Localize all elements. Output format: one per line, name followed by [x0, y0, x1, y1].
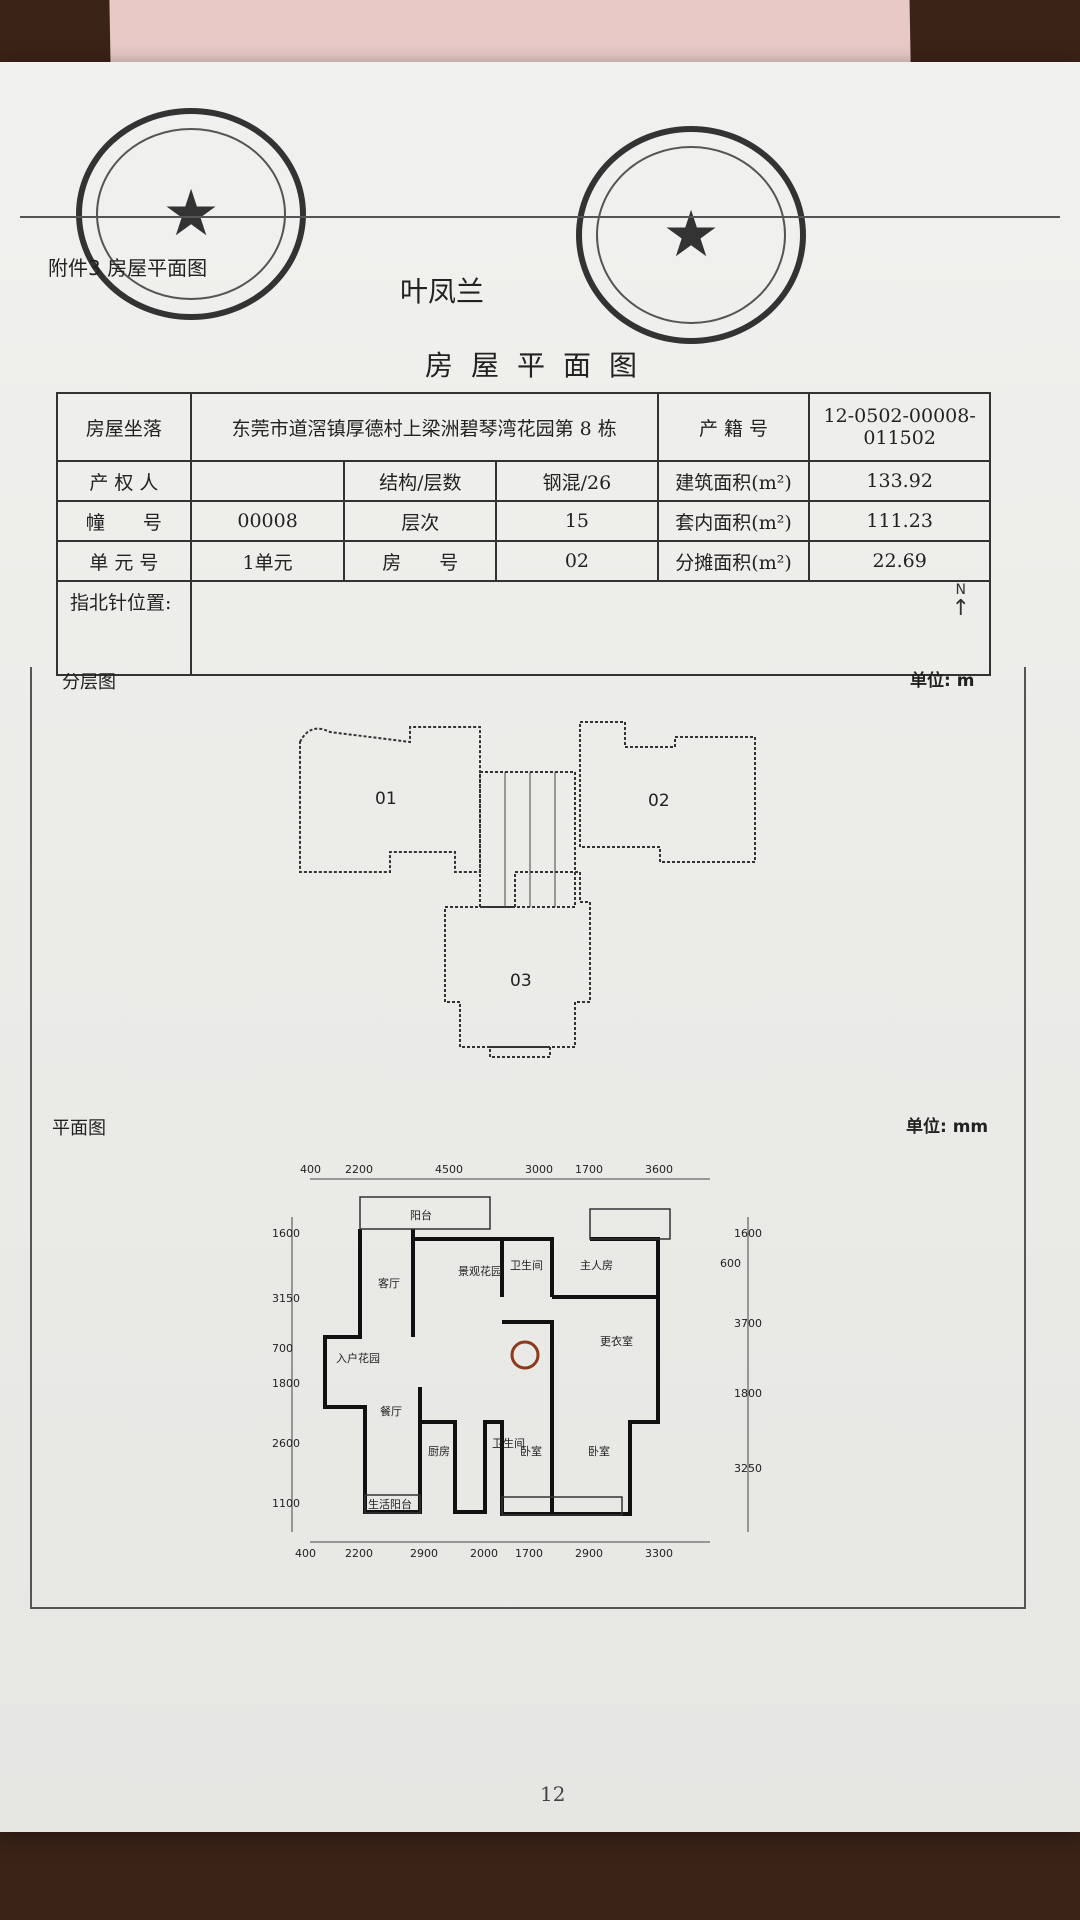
signature: 叶凤兰: [400, 275, 485, 308]
dim-bottom-0: 400: [295, 1547, 316, 1560]
dim-left-1: 3150: [272, 1292, 300, 1305]
dim-top-4: 1700: [575, 1163, 603, 1176]
north-arrow-icon: N ↑: [951, 582, 970, 621]
company-seal-left: ★: [76, 108, 306, 320]
document-title: 房屋平面图: [424, 349, 655, 382]
dim-top-5: 3600: [645, 1163, 673, 1176]
record-no-label: 产 籍 号: [656, 392, 811, 462]
room-no-value: 02: [495, 540, 659, 582]
room-closet: 更衣室: [600, 1334, 633, 1348]
page-number: 12: [540, 1782, 566, 1806]
dim-left-4: 2600: [272, 1437, 300, 1450]
shared-area-value: 22.69: [808, 540, 991, 582]
room-bath-1: 卫生间: [510, 1258, 543, 1272]
dim-right-3: 1800: [734, 1387, 762, 1400]
building-area-label: 建筑面积(m²): [656, 460, 811, 502]
shared-area-label: 分摊面积(m²): [656, 540, 811, 582]
room-garden-view: 景观花园: [458, 1265, 502, 1278]
unit-no-label: 单 元 号: [56, 540, 192, 582]
dim-bottom-4: 1700: [515, 1547, 543, 1560]
dim-left-3: 1800: [272, 1377, 300, 1390]
unit-02-label: 02: [648, 791, 670, 811]
dim-bottom-1: 2200: [345, 1547, 373, 1560]
dim-top-0: 400: [300, 1163, 321, 1176]
location-value: 东莞市道滘镇厚德村上梁洲碧琴湾花园第 8 栋: [189, 392, 659, 462]
owner-value: [189, 460, 346, 502]
apartment-floor-plan: 400 2200 4500 3000 1700 3600 400 2200 29…: [272, 1163, 762, 1560]
compass-label: 指北针位置:: [56, 580, 192, 676]
unit-no-value: 1单元: [189, 540, 346, 582]
dim-bottom-5: 2900: [575, 1547, 603, 1560]
plan-label: 平面图: [52, 1118, 106, 1139]
room-living: 客厅: [378, 1276, 400, 1290]
location-label: 房屋坐落: [56, 392, 192, 462]
dim-bottom-6: 3300: [645, 1547, 673, 1560]
header-rule: [20, 216, 1060, 218]
dim-bottom-3: 2000: [470, 1547, 498, 1560]
building-no-value: 00008: [189, 500, 346, 542]
room-master: 主人房: [580, 1259, 613, 1272]
floor-layout-drawing: 01 02 03: [299, 721, 756, 1058]
company-seal-right: ★: [576, 126, 806, 344]
record-no-value: 12-0502-00008-011502: [808, 392, 991, 462]
floor-label: 层次: [343, 500, 498, 542]
unit-01-label: 01: [375, 789, 397, 809]
room-bedroom-1: 卧室: [520, 1444, 542, 1458]
inner-area-value: 111.23: [808, 500, 991, 542]
drawing-frame: [30, 667, 1026, 1609]
structure-label: 结构/层数: [343, 460, 498, 502]
dim-left-5: 1100: [272, 1497, 300, 1510]
unit-03-outline: [444, 871, 591, 1048]
compass-cell: [189, 580, 992, 676]
room-entry-garden: 入户花园: [336, 1351, 380, 1365]
dim-top-1: 2200: [345, 1163, 373, 1176]
room-kitchen: 厨房: [428, 1445, 450, 1458]
dim-left-0: 1600: [272, 1227, 300, 1240]
plan-unit: 单位: mm: [906, 1117, 989, 1137]
floor-layout-unit: 单位: m: [910, 671, 975, 691]
structure-value: 钢混/26: [495, 460, 659, 502]
unit-02-outline: [579, 721, 756, 863]
north-label: N: [955, 582, 967, 598]
stain-mark: [510, 1340, 540, 1370]
core-outline: [479, 771, 576, 908]
room-utility-balcony: 生活阳台: [368, 1497, 412, 1511]
inner-area-label: 套内面积(m²): [656, 500, 811, 542]
floor-layout-label: 分层图: [62, 672, 116, 693]
dim-bottom-2: 2900: [410, 1547, 438, 1560]
dim-right-1: 600: [720, 1257, 741, 1270]
building-area-value: 133.92: [808, 460, 991, 502]
property-info-table: 房屋坐落 东莞市道滘镇厚德村上梁洲碧琴湾花园第 8 栋 产 籍 号 12-050…: [56, 392, 992, 676]
room-bath-2: 卫生间: [492, 1436, 525, 1450]
building-no-label: 幢 号: [56, 500, 192, 542]
room-balcony: 阳台: [410, 1208, 432, 1222]
room-bedroom-2: 卧室: [588, 1444, 610, 1458]
room-no-label: 房 号: [343, 540, 498, 582]
dim-top-2: 4500: [435, 1163, 463, 1176]
dim-top-3: 3000: [525, 1163, 553, 1176]
unit-03-label: 03: [510, 971, 532, 991]
unit-01-outline: [299, 726, 481, 873]
dim-left-2: 700: [272, 1342, 293, 1355]
dim-right-4: 3250: [734, 1462, 762, 1475]
dim-right-2: 3700: [734, 1317, 762, 1330]
floor-value: 15: [495, 500, 659, 542]
owner-label: 产 权 人: [56, 460, 192, 502]
attachment-label: 附件3 房屋平面图: [48, 256, 208, 280]
dim-right-0: 1600: [734, 1227, 762, 1240]
document-page: ★ ★ 附件3 房屋平面图 叶凤兰 房屋平面图 房屋坐落 东莞市道滘镇厚德村上梁…: [0, 62, 1080, 1832]
room-dining: 餐厅: [380, 1404, 402, 1418]
